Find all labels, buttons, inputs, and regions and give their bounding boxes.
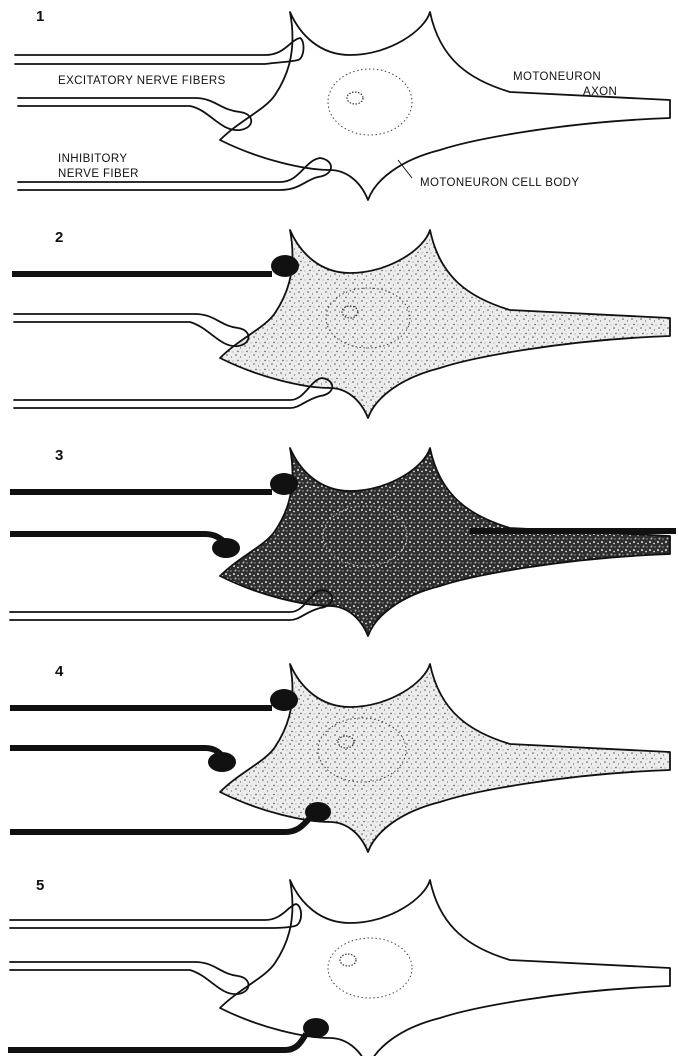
panel-5: 5 bbox=[8, 877, 670, 1056]
axon-label-line2: AXON bbox=[583, 86, 617, 98]
panel-number: 2 bbox=[55, 229, 63, 246]
panel-3: 3 bbox=[10, 447, 676, 636]
excitatory-fiber-mid bbox=[18, 98, 251, 130]
excitatory-fiber-top-active bbox=[12, 255, 299, 277]
excitatory-fiber-mid bbox=[10, 962, 249, 994]
inhibitory-label-line1: INHIBITORY bbox=[58, 153, 127, 165]
panel-4: 4 bbox=[10, 663, 670, 852]
motoneuron-cell-body bbox=[220, 880, 670, 1056]
excitatory-fiber-top-active bbox=[10, 689, 298, 711]
motoneuron-cell-body bbox=[220, 12, 670, 200]
excitatory-fiber-mid-active bbox=[10, 534, 240, 558]
panel-1: 1 EXCITATORY NERVE FIBERS INHIBITORY NER… bbox=[15, 8, 670, 200]
panel-number: 1 bbox=[36, 8, 44, 25]
cell-body-label: MOTONEURON CELL BODY bbox=[420, 177, 579, 189]
excitatory-fiber-top-active bbox=[10, 473, 298, 495]
excitatory-fiber-mid bbox=[14, 314, 249, 346]
panel-2: 2 bbox=[12, 229, 670, 418]
excitatory-fiber-mid-active bbox=[10, 748, 236, 772]
inhibitory-label-line2: NERVE FIBER bbox=[58, 168, 139, 180]
excitatory-fiber-top bbox=[10, 904, 301, 928]
inhibitory-fiber bbox=[14, 378, 332, 408]
excitatory-label: EXCITATORY NERVE FIBERS bbox=[58, 75, 226, 87]
excitatory-fiber-top bbox=[15, 38, 304, 64]
panel-number: 3 bbox=[55, 447, 63, 464]
panel-number: 5 bbox=[36, 877, 44, 894]
panel-number: 4 bbox=[55, 663, 64, 680]
axon-label-line1: MOTONEURON bbox=[513, 71, 601, 83]
